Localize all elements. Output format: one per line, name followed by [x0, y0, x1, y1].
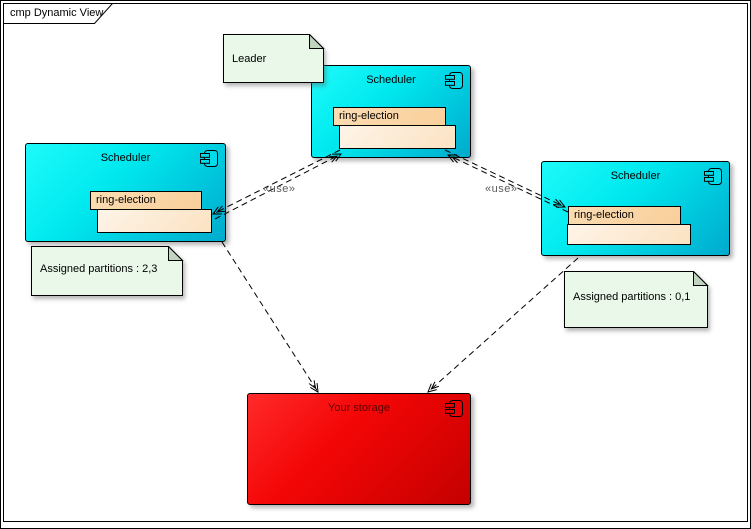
component-icon [704, 168, 722, 185]
diagram-frame [3, 3, 748, 522]
component-icon [445, 400, 463, 417]
frame-label-text: cmp Dynamic View [10, 7, 104, 19]
note-leader[interactable]: Leader [223, 34, 325, 84]
port-ring-election[interactable]: ring-election [568, 206, 681, 225]
component-scheduler-top[interactable]: Scheduler ring-election [311, 65, 471, 158]
port-blank[interactable] [567, 224, 691, 245]
note-assigned-partitions-right[interactable]: Assigned partitions : 0,1 [564, 271, 709, 329]
component-icon [200, 150, 218, 167]
component-your-storage[interactable]: Your storage [247, 393, 471, 505]
note-shape [223, 34, 325, 83]
port-blank[interactable] [97, 209, 212, 233]
component-title: Scheduler [610, 170, 661, 182]
port-ring-election[interactable]: ring-election [90, 191, 202, 210]
component-scheduler-right[interactable]: Scheduler ring-election [541, 161, 730, 256]
component-icon [445, 72, 463, 89]
component-title: Scheduler [100, 152, 151, 164]
component-scheduler-left[interactable]: Scheduler ring-election [25, 143, 226, 242]
frame-label-pentagon-shape [3, 3, 114, 24]
note-assigned-partitions-left[interactable]: Assigned partitions : 2,3 [31, 246, 184, 297]
frame-label: cmp Dynamic View [3, 3, 115, 25]
note-shape [31, 246, 184, 296]
note-text: Assigned partitions : 2,3 [40, 263, 158, 275]
port-ring-election[interactable]: ring-election [333, 107, 446, 126]
use-stereotype-label-left: «use» [263, 183, 296, 195]
note-text: Leader [232, 53, 267, 65]
component-title: Your storage [328, 402, 390, 414]
component-title: Scheduler [366, 74, 416, 86]
use-stereotype-label-right: «use» [485, 183, 518, 195]
note-text: Assigned partitions : 0,1 [573, 291, 691, 303]
port-blank[interactable] [339, 125, 456, 149]
